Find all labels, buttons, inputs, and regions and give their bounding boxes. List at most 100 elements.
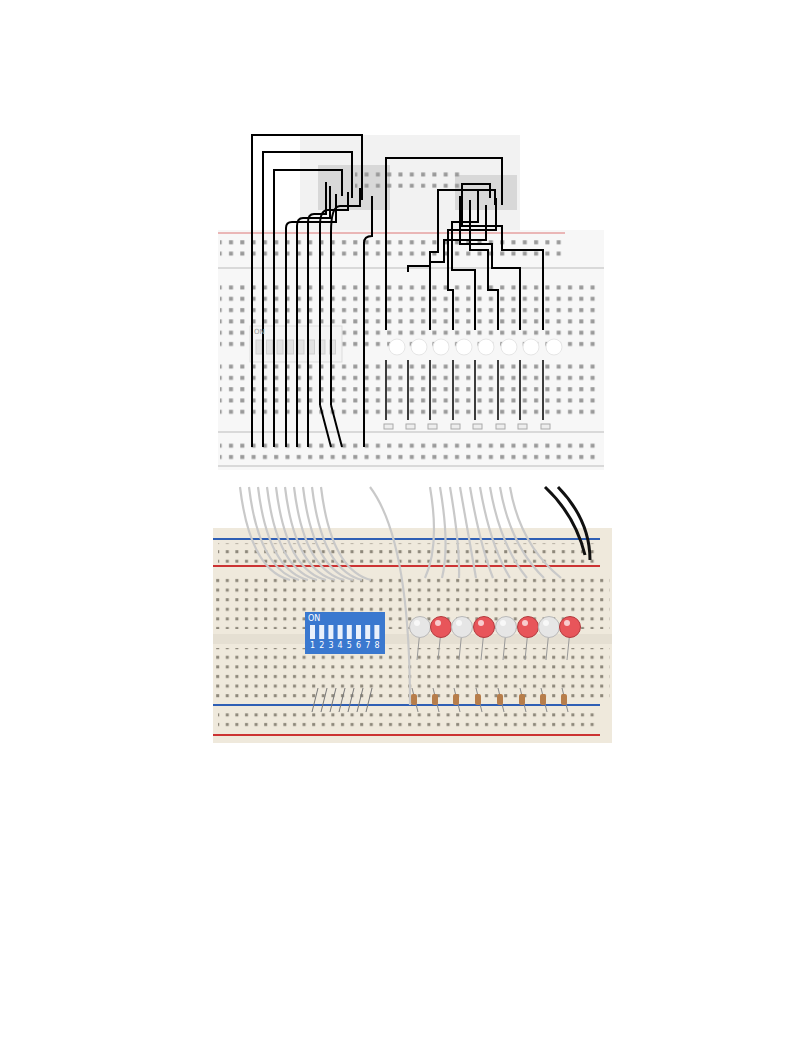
- switch-number: 2: [319, 642, 324, 650]
- resistor-lead: [541, 688, 547, 712]
- led: [433, 339, 449, 355]
- resistor: [432, 694, 438, 705]
- resistor: [518, 424, 527, 429]
- led-glint: [478, 620, 484, 626]
- black-wire: [545, 487, 585, 555]
- black-wire: [558, 487, 590, 560]
- led-glint: [456, 620, 462, 626]
- wire: [450, 487, 459, 578]
- resistor: [475, 694, 481, 705]
- resistor: [473, 424, 482, 429]
- wire: [312, 487, 362, 580]
- switch-lever: [319, 625, 324, 639]
- resistor: [519, 694, 525, 705]
- switch-number: 1: [310, 642, 315, 650]
- switch-number: 6: [356, 642, 361, 650]
- led: [518, 617, 539, 638]
- wire: [500, 487, 544, 578]
- switch-number: 3: [328, 642, 333, 650]
- resistor-lead: [454, 688, 460, 712]
- switch-lever: [309, 340, 315, 354]
- switch-lever: [374, 625, 379, 639]
- wire: [460, 487, 476, 578]
- switch-lever: [288, 340, 294, 354]
- led: [474, 617, 495, 638]
- switch-on-label: ON: [308, 615, 320, 623]
- led: [560, 617, 581, 638]
- wire: [276, 487, 326, 580]
- led-glint: [564, 620, 570, 626]
- switch-lever: [310, 625, 315, 639]
- wire: [303, 487, 353, 580]
- rail-line: [213, 734, 600, 736]
- switch-number: 8: [374, 642, 379, 650]
- switch-lever: [267, 340, 273, 354]
- wire: [370, 487, 410, 705]
- wire: [321, 487, 371, 580]
- resistor: [384, 424, 393, 429]
- wire: [490, 487, 527, 578]
- resistor: [497, 694, 503, 705]
- led: [452, 617, 473, 638]
- wire: [267, 487, 317, 580]
- resistor: [451, 424, 460, 429]
- led: [478, 339, 494, 355]
- wire: [425, 487, 434, 578]
- switch-pulldown: [357, 688, 363, 712]
- switch-lever: [338, 625, 343, 639]
- wires: [252, 135, 543, 447]
- rail-holes: [220, 438, 600, 463]
- led: [496, 617, 517, 638]
- switch-lever: [256, 340, 262, 354]
- led: [546, 339, 562, 355]
- wire: [240, 487, 290, 580]
- dip-switch: [305, 612, 385, 654]
- led: [501, 339, 517, 355]
- wire: [285, 487, 335, 580]
- resistor: [406, 424, 415, 429]
- led-glint: [543, 620, 549, 626]
- resistor: [411, 694, 417, 705]
- resistor-lead: [433, 688, 439, 712]
- switch-lever: [298, 340, 304, 354]
- resistor: [453, 694, 459, 705]
- led: [539, 617, 560, 638]
- switch-pulldown: [339, 688, 345, 712]
- resistor-lead: [498, 688, 504, 712]
- wire: [510, 487, 561, 578]
- switch-number: 7: [365, 642, 370, 650]
- rail-line: [218, 466, 604, 467]
- switch-lever: [347, 625, 352, 639]
- wire: [294, 487, 344, 580]
- wire: [440, 487, 446, 578]
- switch-lever: [277, 340, 283, 354]
- switch-lever: [356, 625, 361, 639]
- switch-on-label: ON: [254, 329, 265, 336]
- led: [523, 339, 539, 355]
- resistor-lead: [562, 688, 568, 712]
- resistor: [496, 424, 505, 429]
- rail-holes: [218, 709, 598, 729]
- holes: [355, 168, 465, 188]
- photo-ground: [213, 485, 612, 743]
- wire: [480, 487, 510, 578]
- switch-number: 5: [347, 642, 352, 650]
- rail-line: [213, 565, 600, 567]
- led-glint: [500, 620, 506, 626]
- resistor: [561, 694, 567, 705]
- switch-number: 4: [338, 642, 343, 650]
- rail-line: [218, 268, 604, 269]
- resistor-lead: [476, 688, 482, 712]
- led: [410, 617, 431, 638]
- switch-lever: [365, 625, 370, 639]
- wire: [258, 487, 308, 580]
- switch-pulldown: [366, 688, 372, 712]
- breadboard-photo: [213, 485, 612, 743]
- led-glint: [435, 620, 441, 626]
- wire: [249, 487, 299, 580]
- resistor: [428, 424, 437, 429]
- resistor-lead: [520, 688, 526, 712]
- rail-line: [218, 432, 604, 433]
- switch-pulldown: [312, 688, 318, 712]
